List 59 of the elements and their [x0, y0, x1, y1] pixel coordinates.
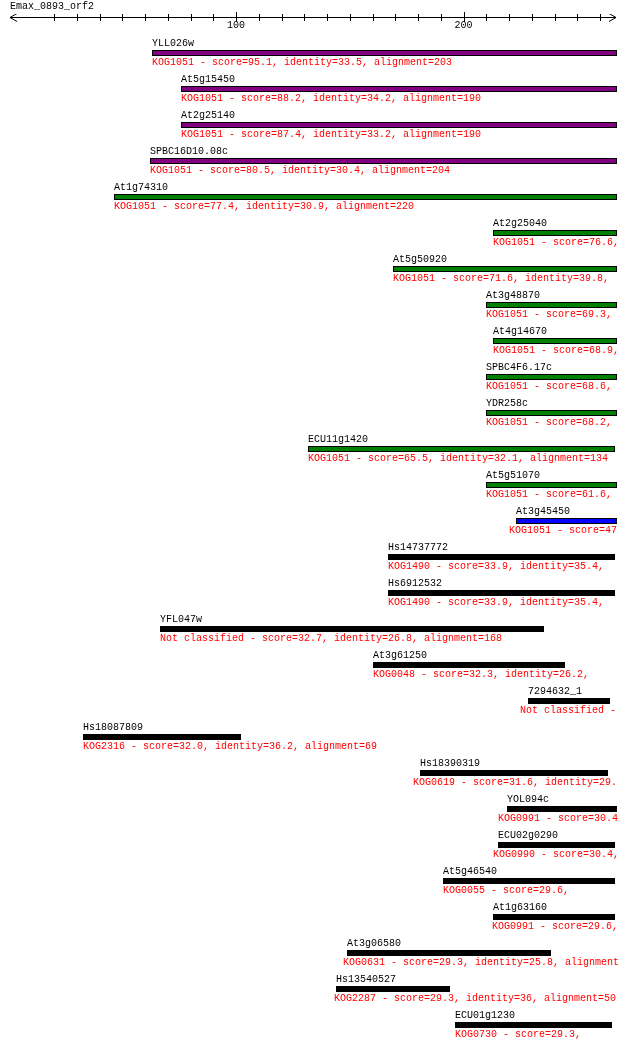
sequence-title: Emax_0893_orf2	[10, 1, 94, 12]
hit-name: At5g46540	[443, 866, 497, 878]
hit-name: At3g06580	[347, 938, 401, 950]
hit-description: KOG1051 - score=68.9,	[493, 345, 620, 357]
hit-description: KOG1051 - score=80.5, identity=30.4, alignment=204	[150, 165, 451, 177]
hit-name: ECU01g1230	[455, 1010, 515, 1022]
hit-name: At4g14670	[493, 326, 547, 338]
hit-description: KOG1051 - score=68.6,	[486, 381, 613, 393]
hit-name: Hs18087809	[83, 722, 143, 734]
hit-name: Hs14737772	[388, 542, 448, 554]
hit-name: At3g61250	[373, 650, 427, 662]
hit-name: At3g48870	[486, 290, 540, 302]
hit-description: KOG0055 - score=29.6,	[443, 885, 570, 897]
hit-name: At3g45450	[516, 506, 570, 518]
hit-name: ECU02g0290	[498, 830, 558, 842]
hit-description: KOG1490 - score=33.9, identity=35.4,	[388, 597, 605, 609]
hit-description: KOG1051 - score=61.6,	[486, 489, 613, 501]
hit-description: KOG1490 - score=33.9, identity=35.4,	[388, 561, 605, 573]
hit-name: At1g74310	[114, 182, 168, 194]
hit-description: KOG1051 - score=77.4, identity=30.9, alignment=220	[114, 201, 415, 213]
hit-description: KOG1051 - score=69.3,	[486, 309, 613, 321]
hit-name: Hs18390319	[420, 758, 480, 770]
hit-name: At1g63160	[493, 902, 547, 914]
hit-description: KOG1051 - score=47	[509, 525, 618, 537]
hit-description: KOG0631 - score=29.3, identity=25.8, alignment	[343, 957, 620, 969]
hit-name: Hs6912532	[388, 578, 442, 590]
hit-description: KOG0048 - score=32.3, identity=26.2,	[373, 669, 590, 681]
hit-name: YFL047w	[160, 614, 202, 626]
hit-description: KOG1051 - score=95.1, identity=33.5, alignment=203	[152, 57, 453, 69]
hit-description: KOG1051 - score=76.6,	[493, 237, 620, 249]
hit-name: At2g25040	[493, 218, 547, 230]
hit-description: KOG0619 - score=31.6, identity=29.	[413, 777, 618, 789]
hit-description: KOG0991 - score=29.6,	[492, 921, 619, 933]
hit-description: KOG0730 - score=29.3,	[455, 1029, 582, 1041]
hit-name: At2g25140	[181, 110, 235, 122]
hit-name: At5g51070	[486, 470, 540, 482]
hit-name: SPBC16D10.08c	[150, 146, 228, 158]
hit-description: KOG1051 - score=68.2,	[486, 417, 613, 429]
hit-description: KOG2316 - score=32.0, identity=36.2, alignment=69	[83, 741, 378, 753]
axis-tick-label: 200	[454, 20, 473, 31]
axis-tick-label: 100	[227, 20, 245, 31]
hit-description: KOG0990 - score=30.4,	[493, 849, 620, 861]
hit-description: KOG1051 - score=87.4, identity=33.2, alignment=190	[181, 129, 482, 141]
hit-name: ECU11g1420	[308, 434, 368, 446]
hit-name: At5g15450	[181, 74, 235, 86]
hit-name: SPBC4F6.17c	[486, 362, 552, 374]
hit-name: 7294632_1	[528, 686, 582, 698]
hit-name: Hs13540527	[336, 974, 396, 986]
hit-name: YLL026w	[152, 38, 194, 50]
hit-name: YOL094c	[507, 794, 549, 806]
hit-name: At5g50920	[393, 254, 447, 266]
hit-description: KOG0991 - score=30.4	[498, 813, 619, 825]
hit-description: Not classified - score=32.7, identity=26.8, alignment=168	[160, 633, 503, 645]
hit-description: KOG2287 - score=29.3, identity=36, alignment=50	[334, 993, 617, 1005]
hit-description: KOG1051 - score=71.6, identity=39.8,	[393, 273, 610, 285]
hit-description: KOG1051 - score=88.2, identity=34.2, alignment=190	[181, 93, 482, 105]
hit-description: KOG1051 - score=65.5, identity=32.1, alignment=134	[308, 453, 609, 465]
hit-name: YDR258c	[486, 398, 528, 410]
hit-description: Not classified -	[520, 705, 616, 717]
